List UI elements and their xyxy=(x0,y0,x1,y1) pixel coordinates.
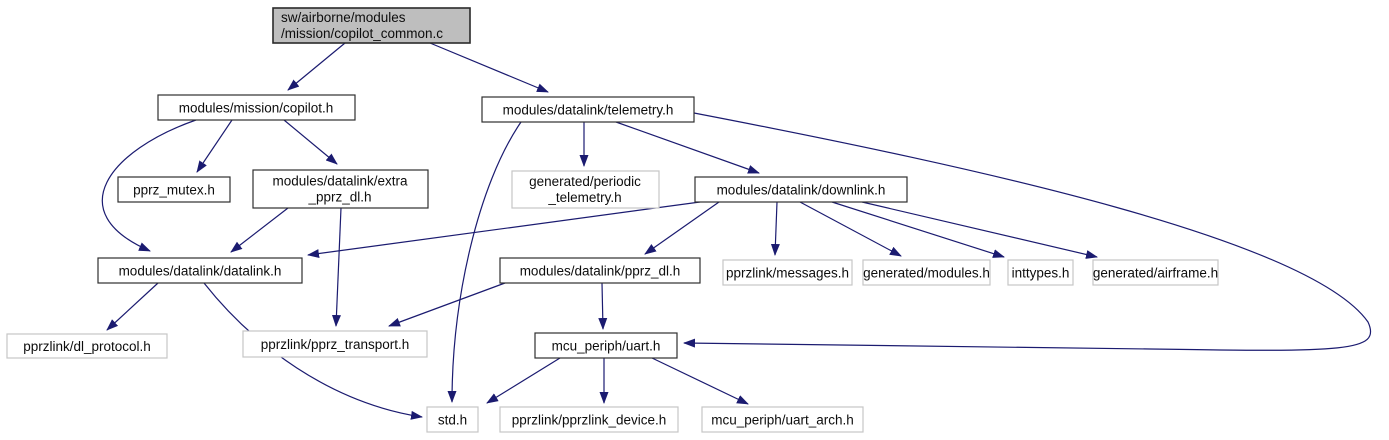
node-inttypes-h: inttypes.h xyxy=(1007,259,1074,286)
edge-downlink-to-pprz_dl xyxy=(644,201,720,255)
edge-pprz_dl-to-uart xyxy=(598,282,608,330)
node-generated-airframe-h: generated/airframe.h xyxy=(1092,259,1219,286)
node-label: _telemetry.h xyxy=(547,190,621,205)
edge-layer xyxy=(101,42,1372,420)
edge-copilot_common-to-telemetry xyxy=(429,42,549,93)
node-label: mcu_periph/uart_arch.h xyxy=(711,413,854,428)
node-generated-modules-h: generated/modules.h xyxy=(862,259,991,286)
node-copilot-h[interactable]: modules/mission/copilot.h xyxy=(157,94,356,121)
node-uart-arch-h: mcu_periph/uart_arch.h xyxy=(701,406,864,433)
node-label: pprz_mutex.h xyxy=(133,183,215,198)
node-label: modules/datalink/pprz_dl.h xyxy=(520,264,681,279)
node-label: /mission/copilot_common.c xyxy=(281,26,443,41)
node-periodic-telemetry-h: generated/periodic _telemetry.h xyxy=(511,170,660,209)
node-label: modules/mission/copilot.h xyxy=(179,101,334,116)
edge-datalink-to-std xyxy=(203,282,423,420)
edge-copilot-to-extra_pprz_dl xyxy=(283,119,338,165)
node-label: pprzlink/messages.h xyxy=(726,266,849,281)
edge-downlink-to-gen_modules xyxy=(799,201,902,257)
node-label: pprzlink/pprzlink_device.h xyxy=(512,413,667,428)
edge-copilot-to-pprz_mutex xyxy=(196,119,233,173)
edge-extra_pprz_dl-to-pprz_transport xyxy=(331,207,342,327)
node-label: generated/airframe.h xyxy=(1093,266,1218,281)
node-label: inttypes.h xyxy=(1012,266,1070,281)
node-telemetry-h[interactable]: modules/datalink/telemetry.h xyxy=(481,96,695,123)
node-label: modules/datalink/datalink.h xyxy=(119,264,282,279)
edge-copilot-to-datalink xyxy=(101,119,197,252)
edge-telemetry-to-downlink xyxy=(615,121,760,174)
node-label: modules/datalink/downlink.h xyxy=(717,183,886,198)
node-label: pprzlink/dl_protocol.h xyxy=(23,339,151,354)
edge-downlink-to-messages xyxy=(770,201,780,256)
node-std-h: std.h xyxy=(426,406,479,433)
edge-downlink-to-inttypes xyxy=(831,201,1005,258)
node-label: modules/datalink/telemetry.h xyxy=(503,103,674,118)
node-label: std.h xyxy=(438,413,467,428)
node-datalink-h[interactable]: modules/datalink/datalink.h xyxy=(97,257,303,284)
edge-datalink-to-dl_protocol xyxy=(106,282,159,331)
edge-pprz_dl-to-pprz_transport xyxy=(388,282,506,327)
node-pprzlink-device-h: pprzlink/pprzlink_device.h xyxy=(499,406,679,433)
edge-extra_pprz_dl-to-datalink xyxy=(230,207,289,253)
node-label: generated/periodic xyxy=(529,174,641,189)
node-dl-protocol-h: pprzlink/dl_protocol.h xyxy=(6,333,168,359)
edge-telemetry-to-std xyxy=(447,121,522,403)
node-downlink-h[interactable]: modules/datalink/downlink.h xyxy=(694,176,908,203)
node-label: pprzlink/pprz_transport.h xyxy=(261,337,410,352)
node-pprz-dl-h[interactable]: modules/datalink/pprz_dl.h xyxy=(499,257,701,284)
edge-telemetry-to-uart xyxy=(683,112,1372,351)
node-messages-h: pprzlink/messages.h xyxy=(722,259,853,286)
node-extra-pprz-dl-h[interactable]: modules/datalink/extra _pprz_dl.h xyxy=(252,169,429,209)
node-label: _pprz_dl.h xyxy=(307,190,371,205)
node-uart-h[interactable]: mcu_periph/uart.h xyxy=(534,332,678,359)
edge-downlink-to-datalink xyxy=(307,201,701,258)
edge-uart-to-uart_arch xyxy=(651,357,749,405)
edge-uart-to-std xyxy=(486,357,561,404)
node-pprz-transport-h: pprzlink/pprz_transport.h xyxy=(242,330,428,358)
node-copilot-common-c: sw/airborne/modules /mission/copilot_com… xyxy=(272,7,471,44)
node-pprz-mutex-h[interactable]: pprz_mutex.h xyxy=(117,176,231,203)
node-label: modules/datalink/extra xyxy=(272,174,408,189)
edge-copilot_common-to-copilot xyxy=(287,42,346,91)
edge-downlink-to-airframe xyxy=(861,201,1098,259)
node-label: mcu_periph/uart.h xyxy=(552,339,661,354)
node-label: sw/airborne/modules xyxy=(281,10,406,25)
node-label: generated/modules.h xyxy=(863,266,990,281)
